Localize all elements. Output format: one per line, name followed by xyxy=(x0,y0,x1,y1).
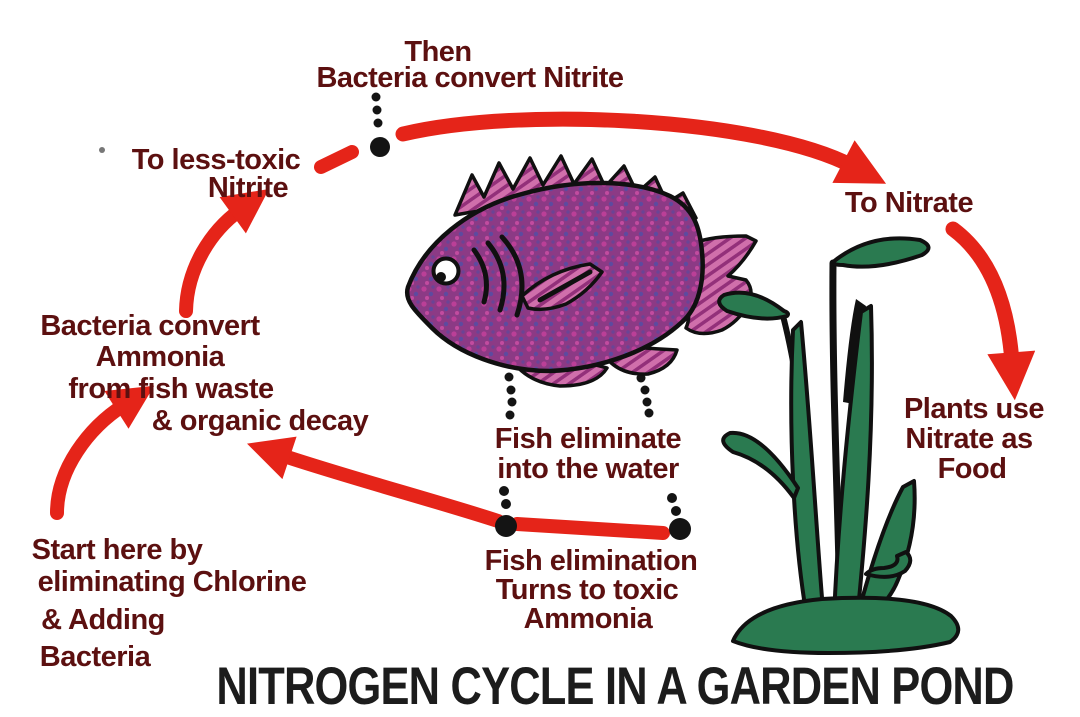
label-less-toxic-line2: Nitrite xyxy=(207,172,289,204)
dot xyxy=(667,493,677,503)
dot xyxy=(507,397,517,407)
stray-dot xyxy=(99,147,105,153)
label-plants-line1: Plants use xyxy=(903,393,1045,425)
label-plants-line3: Food xyxy=(937,453,1007,485)
plant-leaf-curl xyxy=(864,550,913,579)
label-to-nitrate: To Nitrate xyxy=(844,187,974,219)
fish-pupil xyxy=(436,272,446,282)
dot xyxy=(373,118,383,128)
dot xyxy=(642,397,652,407)
junction-dot-left xyxy=(495,515,517,537)
arrow-elimination-to-bacteria xyxy=(246,436,505,528)
arrow-elimination-segment xyxy=(510,517,670,540)
plant-low-leaf xyxy=(721,430,800,500)
plant-top-leaf xyxy=(831,236,931,269)
label-start-line4: Bacteria xyxy=(39,641,151,673)
label-fish-elimination-line1: Fish elimination xyxy=(484,545,698,577)
label-less-toxic-line1: To less-toxic xyxy=(131,144,301,176)
fish-gill-line xyxy=(471,247,489,305)
dot xyxy=(644,408,654,418)
plant-blade xyxy=(832,304,874,622)
junction-dot-right xyxy=(669,518,691,540)
dot xyxy=(505,410,515,420)
diagram-title: NITROGEN CYCLE IN A GARDEN POND xyxy=(216,657,1014,716)
dotted-connectors xyxy=(99,92,691,540)
dot xyxy=(501,499,511,509)
label-bacteria-ammonia-line2: Ammonia xyxy=(95,341,225,373)
dot xyxy=(499,486,509,496)
fish-icon xyxy=(404,154,758,388)
label-plants-line2: Nitrate as xyxy=(905,423,1033,455)
plant-soil-mound xyxy=(731,595,961,655)
arrow-start-to-bacteria xyxy=(50,385,155,520)
label-start-line2: eliminating Chlorine xyxy=(37,566,307,598)
label-bacteria-ammonia-line1: Bacteria convert xyxy=(40,310,260,342)
plant-icon xyxy=(717,236,961,655)
label-bacteria-ammonia-line3: from fish waste xyxy=(68,373,274,405)
fish-gill-line xyxy=(499,234,525,318)
label-fish-eliminate-line1: Fish eliminate xyxy=(494,423,682,455)
dot xyxy=(371,92,381,102)
label-then-line2: Bacteria convert Nitrite xyxy=(316,62,624,94)
arrow-nitrate-to-plants xyxy=(945,221,1036,401)
dot xyxy=(671,506,681,516)
junction-dot-top xyxy=(370,137,390,157)
label-fish-elimination-line3: Ammonia xyxy=(523,603,653,635)
dot xyxy=(372,105,382,115)
plant-left-leaf xyxy=(717,290,790,321)
label-start-line3: & Adding xyxy=(41,604,165,636)
plant-blade xyxy=(789,320,825,614)
dot xyxy=(640,385,650,395)
arrow-nitrite-to-nitrate xyxy=(395,111,887,184)
dot xyxy=(506,385,516,395)
arrow-dash-to-less-toxic xyxy=(314,145,359,174)
cycle-arrows xyxy=(50,111,1036,540)
label-fish-elimination-line2: Turns to toxic xyxy=(495,574,679,606)
arrow-bacteria-to-nitrite xyxy=(179,188,270,318)
fish-gill-line xyxy=(485,240,507,313)
fish-fin-notch xyxy=(537,269,593,303)
label-start-line1: Start here by xyxy=(31,534,203,566)
dot xyxy=(504,372,514,382)
label-fish-eliminate-line2: into the water xyxy=(497,453,679,485)
label-then-line1: Then xyxy=(404,36,472,68)
label-bacteria-ammonia-line4: & organic decay xyxy=(151,405,369,437)
